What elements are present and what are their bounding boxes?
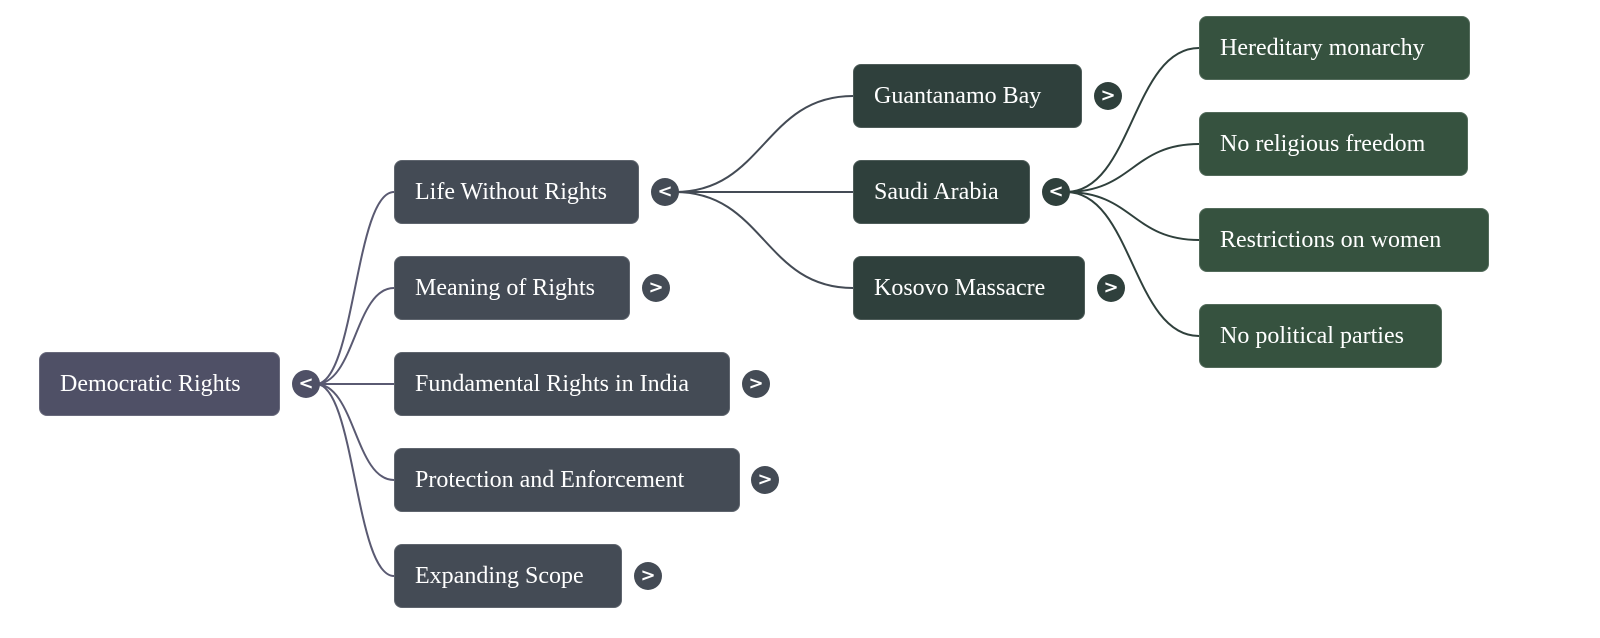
link-guantanamo-bay [674,95,854,193]
node-protection-and-enforcement[interactable]: Protection and Enforcement [394,448,740,512]
node-democratic-rights[interactable]: Democratic Rights [39,352,280,416]
expand-toggle-meaning-of-rights[interactable]: > [642,274,670,302]
expand-toggle-protection-and-enforcement[interactable]: > [751,466,779,494]
link-meaning-of-rights [315,287,395,385]
node-life-without-rights[interactable]: Life Without Rights [394,160,639,224]
collapse-toggle-democratic-rights[interactable]: < [292,370,320,398]
node-no-religious-freedom[interactable]: No religious freedom [1199,112,1468,176]
link-hereditary-monarchy [1065,47,1200,193]
node-kosovo-massacre[interactable]: Kosovo Massacre [853,256,1085,320]
node-restrictions-on-women[interactable]: Restrictions on women [1199,208,1489,272]
node-no-political-parties[interactable]: No political parties [1199,304,1442,368]
link-expanding-scope [315,383,395,577]
expand-toggle-guantanamo-bay[interactable]: > [1094,82,1122,110]
expand-toggle-kosovo-massacre[interactable]: > [1097,274,1125,302]
link-no-political-parties [1065,191,1200,337]
node-guantanamo-bay[interactable]: Guantanamo Bay [853,64,1082,128]
link-protection-and-enforcement [315,383,395,481]
link-life-without-rights [315,191,395,385]
link-no-religious-freedom [1065,143,1200,193]
node-fundamental-rights-in-india[interactable]: Fundamental Rights in India [394,352,730,416]
node-expanding-scope[interactable]: Expanding Scope [394,544,622,608]
node-hereditary-monarchy[interactable]: Hereditary monarchy [1199,16,1470,80]
collapse-toggle-life-without-rights[interactable]: < [651,178,679,206]
link-kosovo-massacre [674,191,854,289]
node-meaning-of-rights[interactable]: Meaning of Rights [394,256,630,320]
collapse-toggle-saudi-arabia[interactable]: < [1042,178,1070,206]
link-restrictions-on-women [1065,191,1200,241]
expand-toggle-fundamental-rights-in-india[interactable]: > [742,370,770,398]
node-saudi-arabia[interactable]: Saudi Arabia [853,160,1030,224]
expand-toggle-expanding-scope[interactable]: > [634,562,662,590]
